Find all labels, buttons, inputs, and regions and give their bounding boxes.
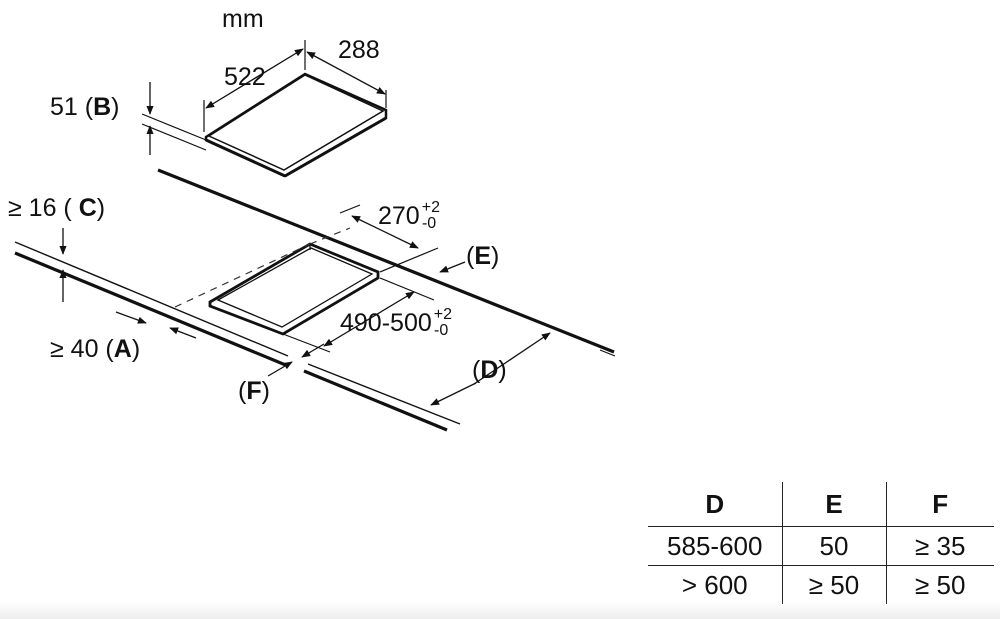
dimension-height-b: 51 (B) <box>50 82 207 155</box>
cutout-width-tol-plus: +2 <box>422 199 440 216</box>
dimension-f: (F) <box>238 343 325 405</box>
worktop-thickness-value: ≥ 16 <box>8 194 56 222</box>
table-row: > 600 ≥ 50 ≥ 50 <box>648 565 994 604</box>
depth-label: 522 <box>224 63 266 91</box>
clearance-table: D E F 585-600 50 ≥ 35 > 600 ≥ 50 ≥ 50 <box>648 482 994 604</box>
table-header-d: D <box>705 488 725 519</box>
table-header-e: E <box>781 482 886 527</box>
dimension-522: 522 <box>203 40 306 132</box>
table-row: 585-600 50 ≥ 35 <box>648 526 994 566</box>
table-cell: > 600 <box>648 565 782 604</box>
svg-text:≥ 40 (A): ≥ 40 (A) <box>50 335 140 363</box>
svg-text:490-500+2-0: 490-500+2-0 <box>340 306 452 339</box>
dimension-d: (D) <box>430 332 616 406</box>
table-cell: 585-600 <box>648 526 782 566</box>
cutout-depth-tol-minus: -0 <box>434 322 448 339</box>
dimension-490-500: 490-500+2-0 <box>282 277 452 353</box>
dimension-270: 270+2-0 <box>339 199 440 273</box>
worktop-thickness-letter: C <box>79 194 97 222</box>
dimension-a: ≥ 40 (A) <box>50 311 197 363</box>
table-cell: ≥ 35 <box>885 526 994 566</box>
units-label: mm <box>222 5 264 33</box>
svg-text:≥ 16 ( C): ≥ 16 ( C) <box>8 194 105 222</box>
callout-f-letter: F <box>246 377 261 405</box>
front-distance-letter: A <box>114 335 132 363</box>
dimension-c: ≥ 16 ( C) <box>8 194 105 302</box>
callout-e-letter: E <box>474 242 491 270</box>
bottom-fade <box>0 601 1000 619</box>
table-cell: ≥ 50 <box>781 565 886 604</box>
svg-text:(D): (D) <box>472 356 507 384</box>
table-header-row: D E F <box>648 482 994 527</box>
height-letter: B <box>93 93 111 121</box>
dimension-288: 288 <box>306 36 387 108</box>
cutout-depth-tol-plus: +2 <box>434 306 452 323</box>
cutout-width-base: 270 <box>378 202 420 230</box>
svg-text:51 (B): 51 (B) <box>50 93 119 121</box>
cutout-depth-base: 490-500 <box>340 309 432 337</box>
width-label: 288 <box>338 36 380 64</box>
svg-text:(F): (F) <box>238 377 270 405</box>
callout-d-letter: D <box>480 356 498 384</box>
front-distance-value: ≥ 40 <box>50 335 98 363</box>
svg-text:(E): (E) <box>466 242 499 270</box>
worktop-back-edge <box>157 168 615 354</box>
table-cell: 50 <box>781 526 886 566</box>
table-header-f: F <box>885 482 994 527</box>
height-value: 51 <box>50 93 78 121</box>
table-cell: ≥ 50 <box>885 565 994 604</box>
cutout-width-tol-minus: -0 <box>422 215 436 232</box>
svg-text:270+2-0: 270+2-0 <box>378 199 440 232</box>
dimension-e: (E) <box>439 242 499 273</box>
